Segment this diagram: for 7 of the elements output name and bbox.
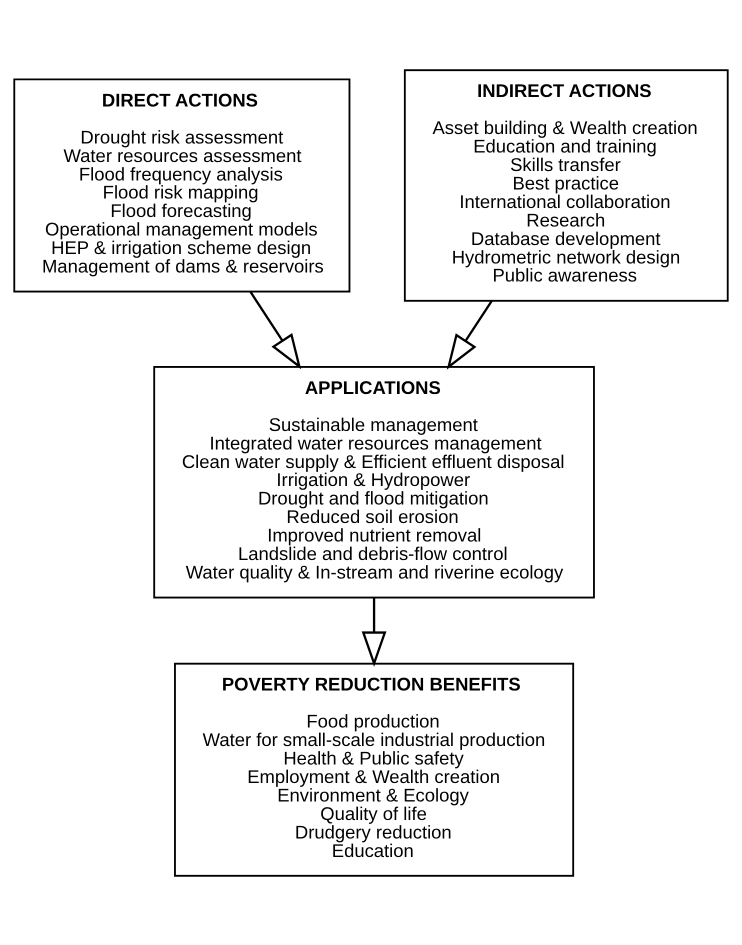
arrow [250, 290, 302, 369]
node-box: APPLICATIONS Sustainable management Integrated water resources management Clean water supply & Efficient effluent disposal Irrigation & Hydropower Drought and flood mitigation Reduced soil erosion Improved nutrient removal Landslide and debris-flow control Water quality & In-stream and riverine ecology [153, 365, 595, 598]
arrow [362, 597, 386, 666]
arrow [446, 300, 493, 370]
node-box: INDIRECT ACTIONS Asset building & Wealth creation Education and training Skills transfer Best practice International collaboration Research Database development Hydrometric network design Public awareness [404, 68, 729, 302]
node-box: DIRECT ACTIONS Drought risk assessment Water resources assessment Flood frequency analysis Flood risk mapping Flood forecasting Operational management models HEP & irrigation scheme design Management of dams & reservoirs [13, 78, 350, 292]
node-box: POVERTY REDUCTION BENEFITS Food production Water for small-scale industrial production Health & Public safety Employment & Wealth creation Environment & Ecology Quality of life Drudgery reduction Education [174, 662, 574, 876]
